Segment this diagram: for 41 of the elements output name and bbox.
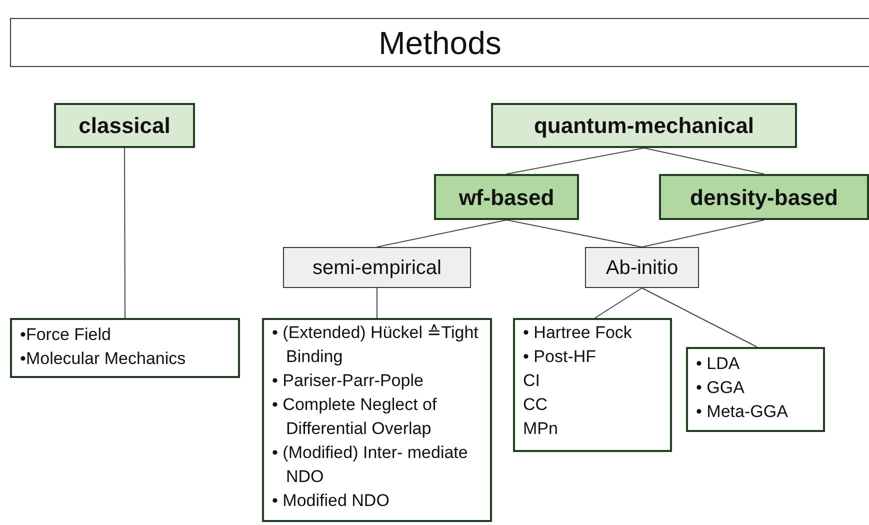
list-item: •Molecular Mechanics [20,348,187,370]
list-item: CC [523,394,549,416]
node-label: classical [78,112,170,140]
node-label: wf-based [458,184,554,212]
list-item: • (Extended) Hückel ≙Tight Binding [272,322,480,368]
node-label: quantum-mechanical [534,112,754,140]
connector-line [644,148,764,174]
list-item: •Force Field [20,324,112,346]
list-item: • Pariser-Parr-Pople [272,370,424,392]
list-item: • GGA [696,377,746,399]
category-box [54,103,195,148]
connector-line [506,220,642,248]
list-item: MPn [523,418,559,440]
method-list-box [686,347,825,432]
list-item: • Meta-GGA [696,401,789,423]
category-box [434,174,579,220]
title-banner: Methods [10,18,869,67]
connector-line [506,148,644,174]
node-label: density-based [690,184,838,212]
connector-line [124,148,126,318]
category-box [659,174,869,220]
node-label: Ab-initio [606,256,678,280]
method-list-box [513,318,672,452]
connector-line [376,220,507,248]
node-label: semi-empirical [312,256,442,280]
list-item: • Hartree Fock [523,322,633,344]
list-item: • LDA [696,353,741,375]
connector-line [642,288,758,348]
list-item: • Post-HF [523,346,598,368]
category-box [491,103,797,148]
connector-line [594,288,642,318]
connector-line [642,220,764,248]
list-item: • Complete Neglect of Differential Overlap [272,394,438,440]
list-item: CI [523,370,541,392]
connector-line [376,288,378,318]
method-list-box [262,318,492,522]
subcategory-box [585,247,699,288]
list-item: • (Modified) Inter- mediate NDO [272,442,469,488]
method-list-box [10,318,240,378]
list-item: • Modified NDO [272,490,390,512]
subcategory-box [283,247,471,288]
